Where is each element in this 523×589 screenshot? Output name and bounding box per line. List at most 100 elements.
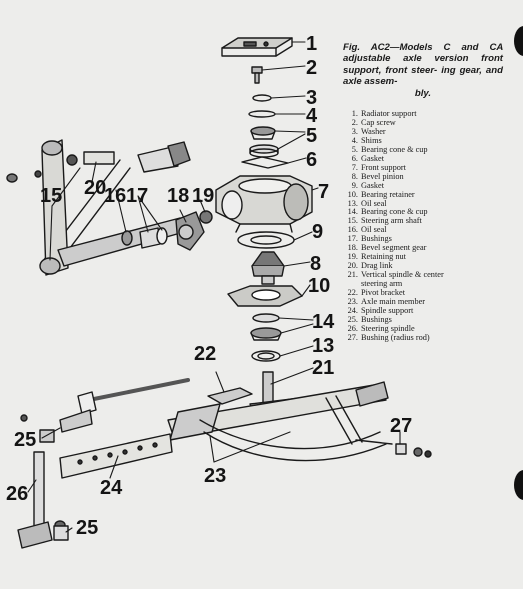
legend-item: 20.Drag link	[343, 261, 513, 271]
legend-item: 7.Front support	[343, 162, 513, 173]
legend-number: 9.	[351, 180, 358, 190]
callout-1: 1	[306, 33, 317, 55]
bevel-segment-gear-part	[175, 210, 213, 251]
shims-part	[248, 110, 276, 118]
legend-text: Bevel pinion	[361, 171, 404, 181]
callout-7: 7	[318, 181, 329, 203]
legend-number: 22.	[347, 288, 358, 298]
lower-bearing-part	[250, 313, 282, 341]
legend-number: 15.	[347, 216, 358, 226]
legend-text: Steering arm shaft	[361, 216, 422, 226]
legend-number: 21.	[347, 270, 358, 280]
axle-main-member-part	[167, 381, 393, 462]
legend-number: 4.	[351, 135, 358, 145]
legend-number: 27.	[347, 332, 358, 342]
legend-item: 10.Bearing retainer	[343, 189, 513, 200]
binder-hole	[514, 26, 523, 56]
callout-24: 24	[100, 477, 123, 499]
legend-text: Retaining nut	[361, 252, 406, 262]
callout-10: 10	[308, 275, 330, 297]
radius-rod-bushing-part	[395, 443, 432, 458]
legend-item: 9.Gasket	[343, 180, 513, 191]
legend-number: 25.	[347, 314, 358, 324]
legend-item: 3.Washer	[343, 127, 513, 137]
legend-item: 27.Bushing (radius rod)	[343, 332, 513, 343]
front-support-part	[215, 175, 313, 233]
spindle-support-part	[20, 414, 173, 479]
legend-text: Bearing retainer	[361, 189, 415, 199]
legend-number: 23.	[347, 297, 358, 307]
drag-link-part	[59, 378, 190, 433]
bearing-retainer-part	[227, 285, 303, 307]
legend-item: 25.Bushings	[343, 314, 513, 325]
legend-text: Drag link	[361, 261, 393, 271]
callout-2: 2	[306, 57, 317, 79]
legend-item: 16.Oil seal	[343, 225, 513, 235]
seals-bushings-part	[121, 227, 168, 249]
legend-number: 24.	[347, 305, 358, 315]
cap-screw-part	[251, 66, 263, 84]
legend-number: 20.	[347, 261, 358, 271]
callout-13: 13	[312, 335, 334, 357]
callout-4: 4	[306, 105, 318, 127]
callout-17: 17	[126, 185, 148, 207]
legend-text: Front support	[361, 162, 406, 172]
caption-line: bly.	[414, 87, 432, 99]
legend-item: 6.Gasket	[343, 154, 513, 164]
radiator-support-part	[221, 37, 293, 57]
legend-item: 21.Vertical spindle & center	[343, 270, 513, 280]
legend-text: Steering spindle	[361, 323, 415, 333]
callout-22: 22	[194, 343, 216, 365]
washer-part	[252, 94, 272, 102]
legend-text: Bushings	[361, 314, 392, 324]
legend-text: Radiator support	[361, 109, 417, 118]
caption-line: front support, front steer-	[343, 53, 503, 76]
legend-item: steering arm	[343, 279, 513, 289]
drag-link-front-part	[6, 141, 191, 183]
legend-text: Shims	[361, 135, 382, 145]
bevel-pinion-part	[251, 251, 285, 285]
legend-number: 13.	[347, 198, 358, 208]
legend-text: Bevel segment gear	[361, 243, 427, 253]
legend-number: 18.	[347, 243, 358, 253]
legend-item: 2.Cap screw	[343, 118, 513, 128]
caption-line: adjustable axle version	[343, 53, 469, 65]
callout-25-upper: 25	[14, 429, 36, 451]
callout-16: 16	[104, 185, 126, 207]
legend-item: 1.Radiator support	[343, 109, 513, 119]
legend-text: Bushings	[361, 234, 392, 244]
legend-item: 14.Bearing cone & cup	[343, 208, 513, 217]
legend-text: Oil seal	[361, 225, 387, 235]
legend-item: 24.Spindle support	[343, 305, 513, 316]
gasket-top-part	[241, 156, 289, 169]
caption-line: Fig. AC2—Models C and CA	[343, 42, 503, 53]
legend-item: 19.Retaining nut	[343, 252, 513, 262]
legend-number: 17.	[347, 234, 358, 244]
legend-number: 5.	[351, 144, 358, 154]
gasket-lower-part	[237, 231, 295, 249]
legend-number: 7.	[351, 162, 358, 172]
callout-21: 21	[312, 357, 334, 379]
callout-8: 8	[310, 253, 321, 275]
legend-text: Vertical spindle & center	[361, 270, 444, 280]
legend-text: Axle main member	[361, 297, 426, 307]
caption-line: ing gear, and axle assem-	[343, 64, 503, 88]
callout-18: 18	[167, 185, 189, 207]
legend-item: 18.Bevel segment gear	[343, 243, 513, 253]
bushing-lower-part	[53, 525, 69, 541]
callout-14: 14	[312, 311, 335, 333]
callout-25-lower: 25	[76, 517, 98, 539]
callout-15: 15	[40, 185, 62, 207]
legend-number: 10.	[347, 189, 358, 199]
legend-text: Bushing (radius rod)	[361, 332, 430, 342]
legend-text: Pivot bracket	[361, 288, 406, 298]
legend-number: 19.	[347, 252, 358, 262]
legend-text: steering arm	[361, 279, 403, 289]
legend-item: 8.Bevel pinion	[343, 171, 513, 182]
callout-9: 9	[312, 221, 323, 243]
legend-item: 22.Pivot bracket	[343, 288, 513, 298]
legend-item: 4.Shims	[343, 135, 513, 146]
legend-item: 23.Axle main member	[343, 297, 513, 307]
